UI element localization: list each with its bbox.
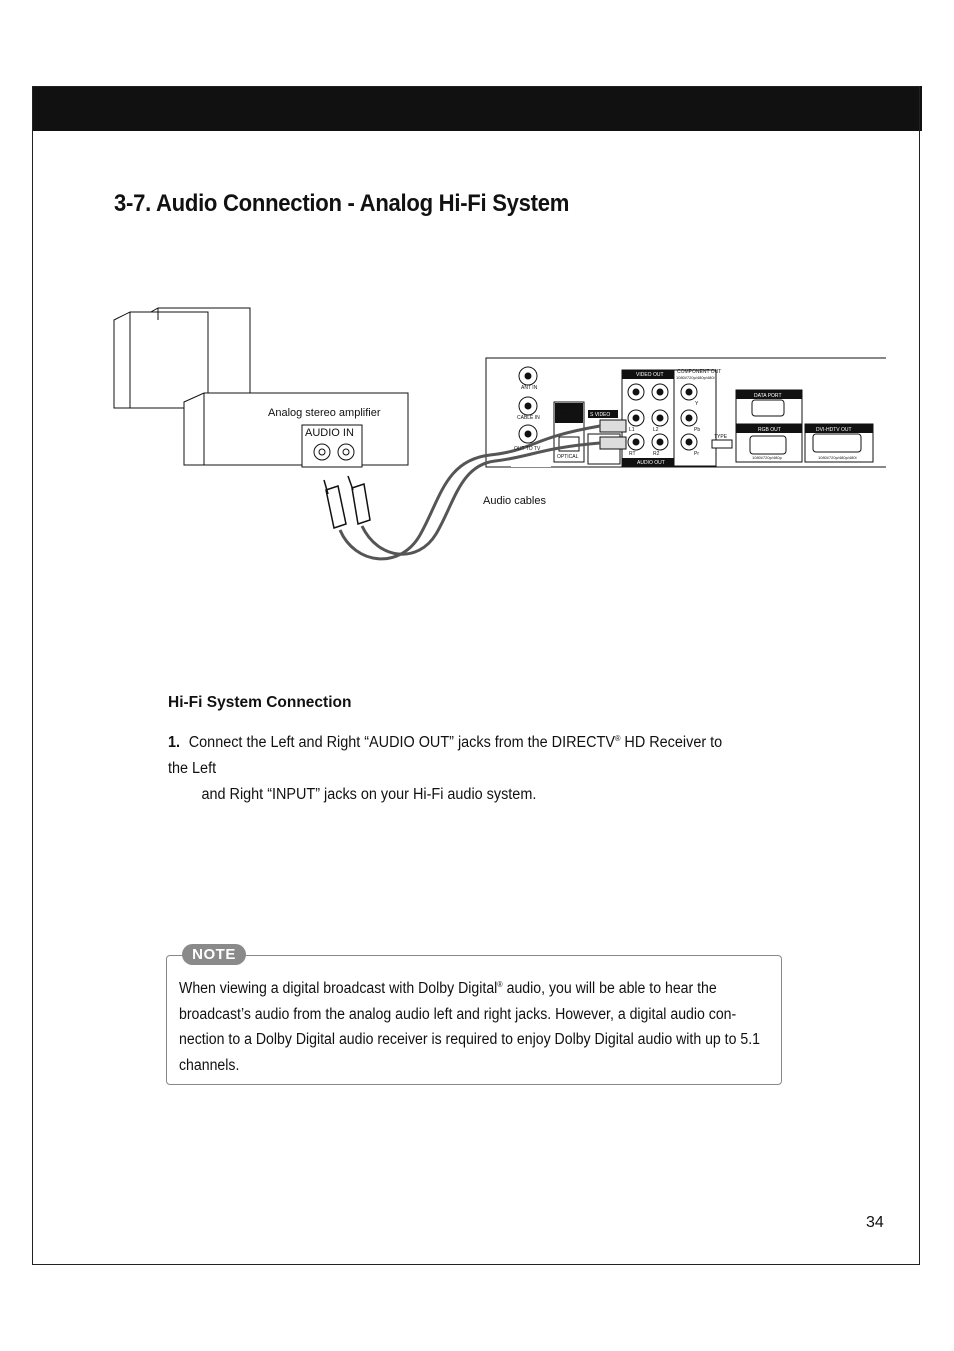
video-out-label: VIDEO OUT	[636, 372, 664, 378]
step-text-after: HD Receiver to the Left	[168, 734, 723, 778]
digital-audio-label-2: AUDIO	[560, 411, 576, 417]
header-bar	[32, 86, 922, 131]
note-rest: broadcast’s audio from the analog audio …	[179, 1005, 760, 1074]
component-sub-label: 1080i/720p/480p/480i	[676, 375, 715, 380]
note-line1-before: When viewing a digital broadcast with Do…	[179, 980, 498, 998]
digital-audio-label-1: DIGITAL	[558, 405, 577, 411]
type-label: TYPE	[714, 434, 728, 440]
note-text: When viewing a digital broadcast with Do…	[179, 972, 775, 1078]
dvi-out-label: DVI-HDTV OUT	[816, 427, 852, 433]
jack-l2: L2	[653, 427, 659, 433]
jack-pr: Pr	[694, 451, 699, 457]
page-number: 34	[866, 1214, 884, 1231]
rgb-out-label: RGB OUT	[758, 427, 781, 433]
step-text-before: Connect the Left and Right “AUDIO OUT” j…	[188, 734, 615, 752]
component-out-label: COMPONENT OUT	[677, 369, 721, 375]
jack-y: Y	[695, 401, 699, 407]
registered-mark: ®	[614, 734, 621, 743]
rca-plugs	[323, 475, 371, 529]
section-heading: Hi-Fi System Connection	[168, 694, 352, 711]
jack-l1: L1	[629, 427, 635, 433]
page-frame	[32, 86, 920, 1265]
data-port-label: DATA PORT	[754, 393, 782, 399]
audio-in-label: AUDIO IN	[305, 427, 354, 439]
amplifier-box	[183, 392, 409, 466]
jack-r2: R2	[653, 451, 660, 457]
audio-cables-label: Audio cables	[483, 495, 546, 507]
page-title: 3-7. Audio Connection - Analog Hi-Fi Sys…	[114, 190, 570, 217]
out-to-tv-label: OUT TO TV	[514, 446, 541, 452]
step-continuation: and Right “INPUT” jacks on your Hi-Fi au…	[201, 786, 537, 804]
speaker-front	[113, 311, 209, 409]
s-video-label: S VIDEO	[590, 412, 610, 418]
digital-audio-label-3: OUT	[563, 417, 574, 423]
note-line1-after: audio, you will be able to hear the	[502, 980, 717, 998]
audio-cables	[338, 424, 601, 561]
audio-out-label: AUDIO OUT	[637, 460, 665, 466]
jack-pb: Pb	[694, 427, 700, 433]
note-registered-mark: ®	[497, 980, 503, 989]
ant-in-label: ANT IN	[521, 385, 538, 391]
note-box	[166, 955, 782, 1085]
amp-label: Analog stereo amplifier	[268, 407, 381, 419]
cable-in-label: CABLE IN	[517, 415, 540, 421]
dvi-sub-label: 1080i/720p/480p/480i	[818, 455, 857, 460]
step-number: 1.	[168, 734, 181, 752]
jack-rt: RT	[629, 451, 636, 457]
note-badge: NOTE	[182, 944, 246, 965]
optical-label: OPTICAL	[557, 454, 579, 460]
step-1: 1. Connect the Left and Right “AUDIO OUT…	[168, 726, 735, 808]
connection-diagram: Analog stereo amplifier AUDIO IN Audio c…	[113, 307, 886, 561]
rgb-sub-label: 1080i/720p/480p	[752, 455, 783, 460]
